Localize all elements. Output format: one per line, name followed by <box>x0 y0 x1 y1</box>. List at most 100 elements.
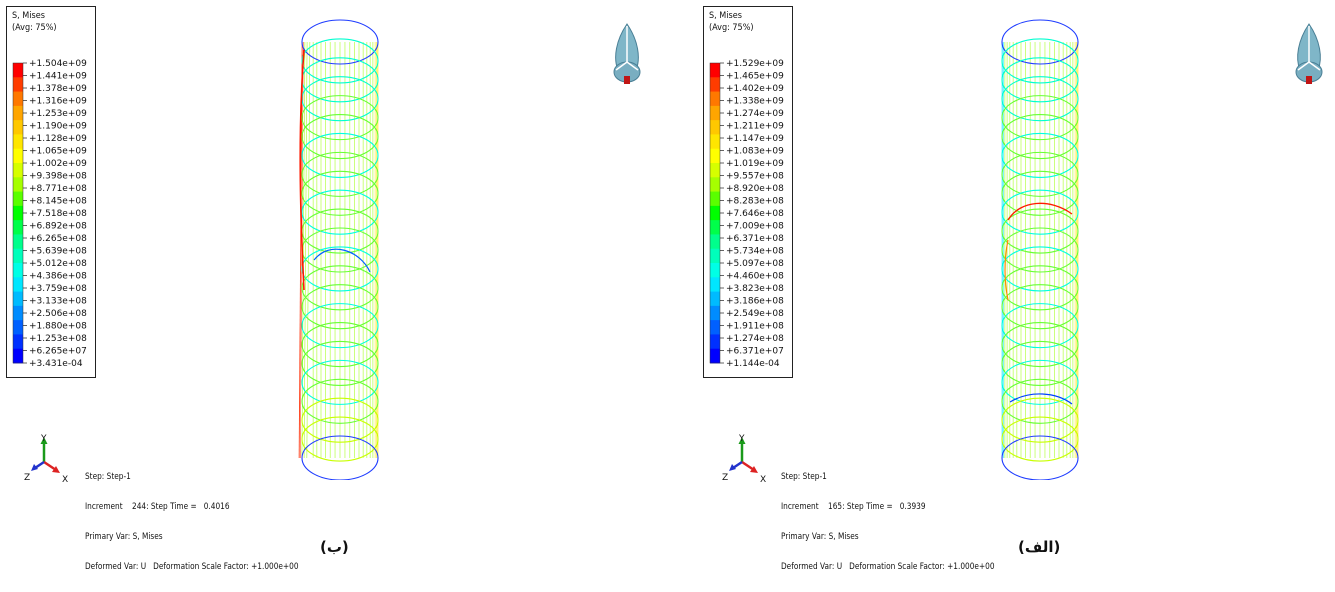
colorbar-segment <box>13 220 23 235</box>
legend-tick-label: +4.460e+08 <box>726 272 784 282</box>
stress-legend: +1.504e+09+1.441e+09+1.378e+09+1.316e+09… <box>6 6 96 378</box>
legend-tick-label: +8.145e+08 <box>29 197 87 207</box>
legend-tick-label: +8.283e+08 <box>726 197 784 207</box>
legend-tick-label: +1.316e+09 <box>29 97 87 107</box>
colorbar-segment <box>13 120 23 135</box>
colorbar-segment <box>13 148 23 164</box>
legend-tick-label: +3.823e+08 <box>726 284 784 294</box>
step-line: Step: Step-1 <box>85 472 131 482</box>
legend-tick-label: +1.253e+09 <box>29 109 87 119</box>
legend-tick-label: +6.265e+08 <box>29 234 87 244</box>
legend-tick-label: +5.097e+08 <box>726 259 784 269</box>
legend-title: S, Mises(Avg: 75%) <box>709 10 754 34</box>
legend-tick-label: +1.253e+08 <box>29 334 87 344</box>
axis-x-label: X <box>62 475 68 482</box>
legend-tick-label: +2.506e+08 <box>29 309 87 319</box>
colorbar-segment <box>710 205 720 221</box>
colorbar-segment <box>13 334 23 350</box>
legend-tick-label: +8.920e+08 <box>726 184 784 194</box>
increment-line: Increment 165: Step Time = 0.3939 <box>781 502 926 512</box>
legend-tick-label: +7.009e+08 <box>726 222 784 232</box>
colorbar-segment <box>13 191 23 207</box>
colorbar-segment <box>710 191 720 207</box>
colorbar-segment <box>13 105 23 121</box>
axis-z-label: Z <box>722 473 728 482</box>
step-info: Step: Step-1 Increment 244: Step Time = … <box>85 452 299 592</box>
colorbar-segment <box>710 234 720 250</box>
view-orientation-icon <box>1295 23 1323 84</box>
colorbar-segment <box>710 334 720 350</box>
legend-title: S, Mises (Avg: 75%) <box>12 10 57 34</box>
colorbar-segment <box>13 320 23 335</box>
colorbar-segment <box>710 77 720 92</box>
colorbar-segment <box>13 234 23 250</box>
stress-legend: +1.529e+09+1.465e+09+1.402e+09+1.338e+09… <box>703 6 793 378</box>
deformed-var-line: Deformed Var: U Deformation Scale Factor… <box>781 562 995 572</box>
colorbar-segment <box>710 63 720 78</box>
panel-b: +1.504e+09+1.441e+09+1.378e+09+1.316e+09… <box>0 0 660 572</box>
legend-tick-label: +1.529e+09 <box>726 59 784 69</box>
legend-tick-label: +1.147e+09 <box>726 134 784 144</box>
increment-line: Increment 244: Step Time = 0.4016 <box>85 502 230 512</box>
legend-tick-label: +9.557e+08 <box>726 172 784 182</box>
legend-tick-label: +7.518e+08 <box>29 209 87 219</box>
legend-tick-label: +1.274e+08 <box>726 334 784 344</box>
colorbar-segment <box>710 248 720 264</box>
legend-tick-label: +2.549e+08 <box>726 309 784 319</box>
legend-tick-label: +1.144e-04 <box>726 359 780 369</box>
legend-tick-label: +5.734e+08 <box>726 247 784 257</box>
legend-tick-label: +1.128e+09 <box>29 134 87 144</box>
step-info: Step: Step-1 Increment 165: Step Time = … <box>781 452 995 592</box>
legend-tick-label: +3.133e+08 <box>29 297 87 307</box>
legend-tick-label: +1.190e+09 <box>29 122 87 132</box>
colorbar-segment <box>710 320 720 335</box>
caption-alef: (الف) <box>1018 538 1061 556</box>
colorbar-segment <box>710 220 720 235</box>
legend-tick-label: +3.186e+08 <box>726 297 784 307</box>
legend-avg: (Avg: 75%) <box>12 23 57 33</box>
panel-alef: +1.529e+09+1.465e+09+1.402e+09+1.338e+09… <box>675 0 1335 572</box>
legend-tick-label: +1.402e+09 <box>726 84 784 94</box>
legend-tick-label: +1.065e+09 <box>29 147 87 157</box>
colorbar-segment <box>710 263 720 278</box>
deformed-var-line: Deformed Var: U Deformation Scale Factor… <box>85 562 299 572</box>
legend-tick-label: +1.019e+09 <box>726 159 784 169</box>
legend-tick-label: +1.378e+09 <box>29 84 87 94</box>
colorbar-segment <box>13 63 23 78</box>
colorbar-segment <box>710 305 720 321</box>
colorbar-segment <box>710 177 720 192</box>
legend-colorbar: +1.529e+09+1.465e+09+1.402e+09+1.338e+09… <box>709 59 784 369</box>
colorbar-segment <box>13 205 23 221</box>
legend-tick-label: +1.211e+09 <box>726 122 784 132</box>
colorbar-segment <box>710 348 720 364</box>
legend-tick-label: +1.465e+09 <box>726 72 784 82</box>
colorbar-segment <box>13 348 23 364</box>
colorbar-segment <box>13 263 23 278</box>
colorbar-segment <box>13 177 23 192</box>
colorbar-segment <box>13 77 23 92</box>
legend-var: S, Mises <box>709 11 742 21</box>
legend-tick-label: +8.771e+08 <box>29 184 87 194</box>
legend-tick-label: +1.002e+09 <box>29 159 87 169</box>
legend-tick-label: +3.431e-04 <box>29 359 83 369</box>
legend-tick-label: +5.012e+08 <box>29 259 87 269</box>
colorbar-segment <box>13 305 23 321</box>
colorbar-segment <box>13 91 23 107</box>
axis-z-label: Z <box>24 473 30 482</box>
colorbar-segment <box>13 277 23 292</box>
colorbar-segment <box>710 277 720 292</box>
view-orientation-icon <box>613 23 641 84</box>
legend-var: S, Mises <box>12 11 45 21</box>
axis-triad: Y X Z <box>722 434 766 482</box>
colorbar-segment <box>710 120 720 135</box>
legend-tick-label: +4.386e+08 <box>29 272 87 282</box>
colorbar-segment <box>13 248 23 264</box>
legend-tick-label: +1.441e+09 <box>29 72 87 82</box>
axis-triad: Y X Z <box>24 434 68 482</box>
legend-tick-label: +6.371e+07 <box>726 347 784 357</box>
step-line: Step: Step-1 <box>781 472 827 482</box>
cylinder-mesh <box>1001 19 1079 480</box>
legend-tick-label: +6.371e+08 <box>726 234 784 244</box>
colorbar-segment <box>710 91 720 107</box>
colorbar-segment <box>710 163 720 178</box>
